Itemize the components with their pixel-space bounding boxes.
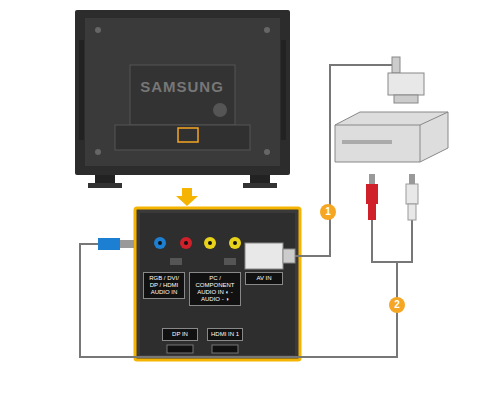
callout-circle xyxy=(320,204,336,220)
port-label: AV IN xyxy=(245,272,283,285)
dvd-player xyxy=(335,112,448,162)
port-label: PC / COMPONENT AUDIO IN ◐ - AUDIO - ◑ xyxy=(189,272,241,306)
dvi-cable xyxy=(245,57,424,269)
port-name: RGB / DVI/ DP / HDMI AUDIO IN xyxy=(146,275,182,296)
callout-circle xyxy=(389,297,405,313)
port-name: PC / COMPONENT AUDIO IN ◐ - AUDIO - ◑ xyxy=(192,275,238,303)
port-name: DP IN xyxy=(165,331,195,338)
monitor-back xyxy=(75,10,290,188)
port-label: DP IN xyxy=(162,328,198,341)
callout-number: 2 xyxy=(394,300,400,310)
port-label: RGB / DVI/ DP / HDMI AUDIO IN xyxy=(143,272,185,299)
port-label: HDMI IN 1 xyxy=(207,328,243,341)
port-name: HDMI IN 1 xyxy=(210,331,240,338)
audio-cable xyxy=(80,174,418,357)
port-name: AV IN xyxy=(248,275,280,282)
callout-number: 1 xyxy=(325,207,331,217)
zoom-arrow xyxy=(176,188,198,206)
connection-panel xyxy=(135,208,300,360)
brand-name: SAMSUNG xyxy=(140,79,224,94)
